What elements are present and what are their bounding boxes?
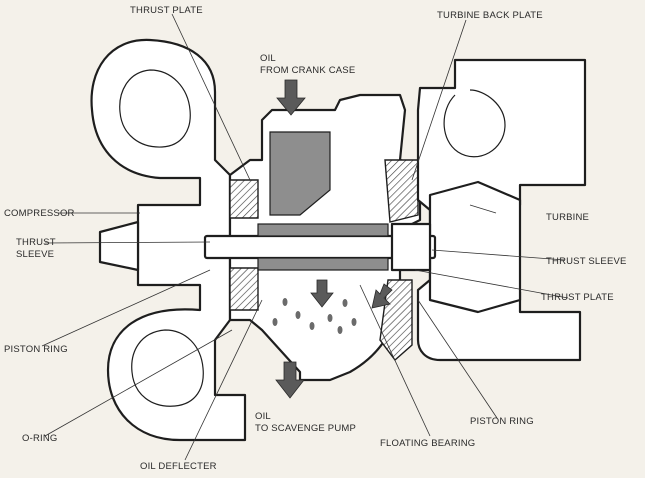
oil-inlet-arrow <box>276 79 306 116</box>
leader-lines <box>41 13 569 461</box>
piston-ring-left-label: PISTON RING <box>4 344 68 355</box>
floating-bearing-label: FLOATING BEARING <box>380 438 475 449</box>
oil-out-label-line2: TO SCAVENGE PUMP <box>255 423 356 434</box>
oil-in-label-line2: FROM CRANK CASE <box>260 65 355 76</box>
turbine-housing <box>416 58 587 362</box>
compressor-label: COMPRESSOR <box>4 208 75 219</box>
o-ring-label: O-RING <box>22 433 58 444</box>
shaft <box>203 222 437 272</box>
turbine-label: TURBINE <box>546 212 589 223</box>
thrust-sleeve-left-label-line1: THRUST <box>16 237 56 248</box>
piston-ring-right-label: PISTON RING <box>470 416 534 427</box>
oil-outlet-arrow <box>275 361 305 399</box>
oil-deflecter-label: OIL DEFLECTER <box>140 461 217 472</box>
oil-out-label-line1: OIL <box>255 411 271 422</box>
oil-flow-arrow-left <box>310 279 334 308</box>
turbine-back-plate-label: TURBINE BACK PLATE <box>437 10 543 21</box>
compressor-housing <box>90 38 247 442</box>
oil-drops <box>272 298 357 334</box>
thrust-plate-right-label: THRUST PLATE <box>541 292 614 303</box>
oil-flow-arrow-right <box>371 283 393 309</box>
thrust-sleeve-right-label: THRUST SLEEVE <box>546 256 627 267</box>
oil-in-label-line1: OIL <box>260 53 276 64</box>
thrust-sleeve-left-label-line2: SLEEVE <box>16 249 54 260</box>
thrust-plate-top-label: THRUST PLATE <box>130 5 203 16</box>
